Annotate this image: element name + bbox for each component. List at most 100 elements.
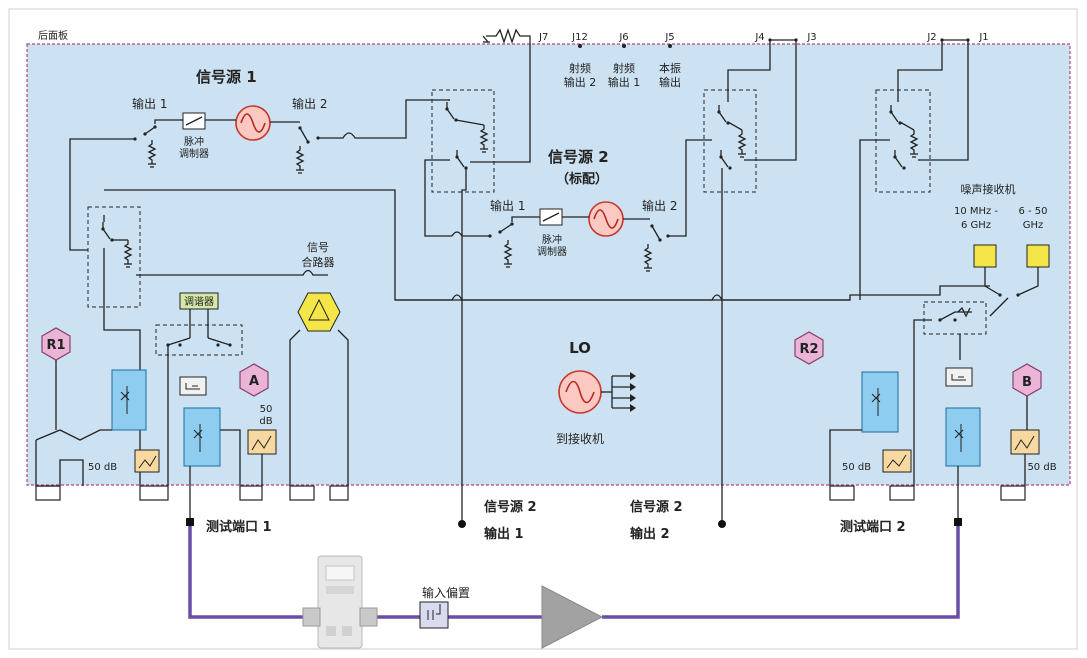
source1-title: 信号源 1 xyxy=(196,68,257,86)
b-att-label: 50 dB xyxy=(1027,462,1056,473)
source2-out1-label: 输出 1 xyxy=(490,198,525,213)
source2-title: 信号源 2 xyxy=(548,148,609,166)
connector-j2: J2 xyxy=(926,32,936,43)
r1-attenuator xyxy=(134,449,160,473)
lo-out-label-1: 本振 xyxy=(659,61,681,75)
src2-out2-label-2: 输出 2 xyxy=(630,526,670,542)
test-port2-label: 测试端口 2 xyxy=(840,519,906,535)
source2-subtitle: （标配） xyxy=(556,171,608,187)
source1-pulse-modulator xyxy=(182,112,206,130)
receiver-a: A xyxy=(239,363,269,397)
source2-out2-switch xyxy=(643,224,670,272)
r2-att-label: 50 dB xyxy=(842,462,871,473)
src2-out1-port xyxy=(458,520,466,528)
noise-band2-label-2: GHz xyxy=(1023,220,1044,231)
connector-j6: J6 xyxy=(618,32,628,43)
a-coupler xyxy=(183,407,221,467)
a-att-label-1: 50 xyxy=(260,404,273,415)
receiver-b: B xyxy=(1012,363,1042,397)
source1-oscillator xyxy=(235,105,271,141)
j2-switch-box xyxy=(875,89,931,193)
noise-receiver-low-band xyxy=(973,244,997,268)
connector-j5: J5 xyxy=(664,32,674,43)
b-bias-tee xyxy=(945,367,973,387)
test-port1-marker xyxy=(186,518,194,526)
svg-text:B: B xyxy=(1022,375,1032,390)
b-attenuator xyxy=(1010,429,1040,455)
r1-att-label: 50 dB xyxy=(88,462,117,473)
outer-frame xyxy=(8,8,1078,650)
noise-receiver-high-band xyxy=(1026,244,1050,268)
rf-out1-label-1: 射频 xyxy=(613,61,635,75)
tuner-switch-box xyxy=(155,324,243,356)
noise-band1-label-1: 10 MHz - xyxy=(954,206,998,217)
connector-j1: J1 xyxy=(978,32,988,43)
j7-switch xyxy=(444,99,489,171)
src2-out1-label-2: 输出 1 xyxy=(484,526,524,542)
source1-out2-label: 输出 2 xyxy=(292,96,327,111)
src2-out1-label-1: 信号源 2 xyxy=(484,499,537,515)
source2-pulse-modulator xyxy=(539,208,563,226)
rf-out2-label-2: 输出 2 xyxy=(564,75,597,89)
tuner-label: 调谐器 xyxy=(184,296,214,308)
port-loops xyxy=(35,485,1026,501)
svg-text:R1: R1 xyxy=(46,338,65,353)
source2-out2-label: 输出 2 xyxy=(642,198,677,213)
a-bias-tee xyxy=(179,376,207,396)
j7-switch-box xyxy=(431,89,495,193)
svg-text:R2: R2 xyxy=(799,342,818,357)
rf-out1-label-2: 输出 1 xyxy=(608,75,641,89)
rear-panel-label: 后面板 xyxy=(38,29,68,42)
combiner-label-2: 合路器 xyxy=(302,255,335,269)
input-bias-tee xyxy=(419,601,449,629)
source1-pulse-label-1: 脉冲 xyxy=(184,135,204,148)
connector-j12: J12 xyxy=(571,32,588,43)
noise-switch xyxy=(938,297,1009,322)
noise-receiver-title: 噪声接收机 xyxy=(961,182,1016,196)
lo-out-label-2: 输出 xyxy=(659,75,681,89)
source1-out1-switch xyxy=(133,125,157,168)
receiver-r1: R1 xyxy=(41,327,71,361)
left-switch xyxy=(100,215,133,285)
connector-j7: J7 xyxy=(538,32,548,43)
noise-switch-box xyxy=(923,301,987,335)
src2-out2-label-1: 信号源 2 xyxy=(630,499,683,515)
lo-oscillator xyxy=(558,370,636,414)
connector-j4: J4 xyxy=(754,32,764,43)
source2-pulse-label-1: 脉冲 xyxy=(542,233,562,246)
source2-pulse-label-2: 调制器 xyxy=(537,245,567,258)
noise-band1-label-2: 6 GHz xyxy=(961,220,991,231)
tuner-switches xyxy=(166,309,232,347)
tuner-box xyxy=(179,292,219,310)
connector-j3: J3 xyxy=(806,32,816,43)
j2-switch xyxy=(888,104,919,171)
source2-oscillator xyxy=(588,201,624,237)
r1-coupler xyxy=(111,369,147,431)
ecal-module xyxy=(302,555,378,649)
cable-port1 xyxy=(188,526,310,619)
test-port2-marker xyxy=(954,518,962,526)
receiver-r2: R2 xyxy=(794,331,824,365)
combiner-label-1: 信号 xyxy=(307,241,329,254)
j4-switch xyxy=(716,104,747,171)
amplifier-dut xyxy=(541,585,604,649)
a-att-label-2: dB xyxy=(259,416,272,427)
lo-title: LO xyxy=(569,339,591,357)
left-switch-box xyxy=(87,206,141,308)
input-bias-label: 输入偏置 xyxy=(422,585,470,600)
rf-out2-label-1: 射频 xyxy=(569,61,591,75)
src2-out2-port xyxy=(718,520,726,528)
lo-to-receivers-label: 到接收机 xyxy=(556,431,604,446)
svg-text:A: A xyxy=(249,374,259,389)
b-coupler xyxy=(945,407,981,467)
j7-terminator xyxy=(482,27,531,45)
test-port1-label: 测试端口 1 xyxy=(206,519,272,535)
noise-band2-label-1: 6 - 50 xyxy=(1018,206,1047,217)
cable-port2 xyxy=(602,526,960,619)
source1-pulse-label-2: 调制器 xyxy=(179,147,209,160)
r2-coupler xyxy=(861,371,899,433)
signal-combiner xyxy=(297,292,341,332)
a-attenuator xyxy=(247,429,277,455)
